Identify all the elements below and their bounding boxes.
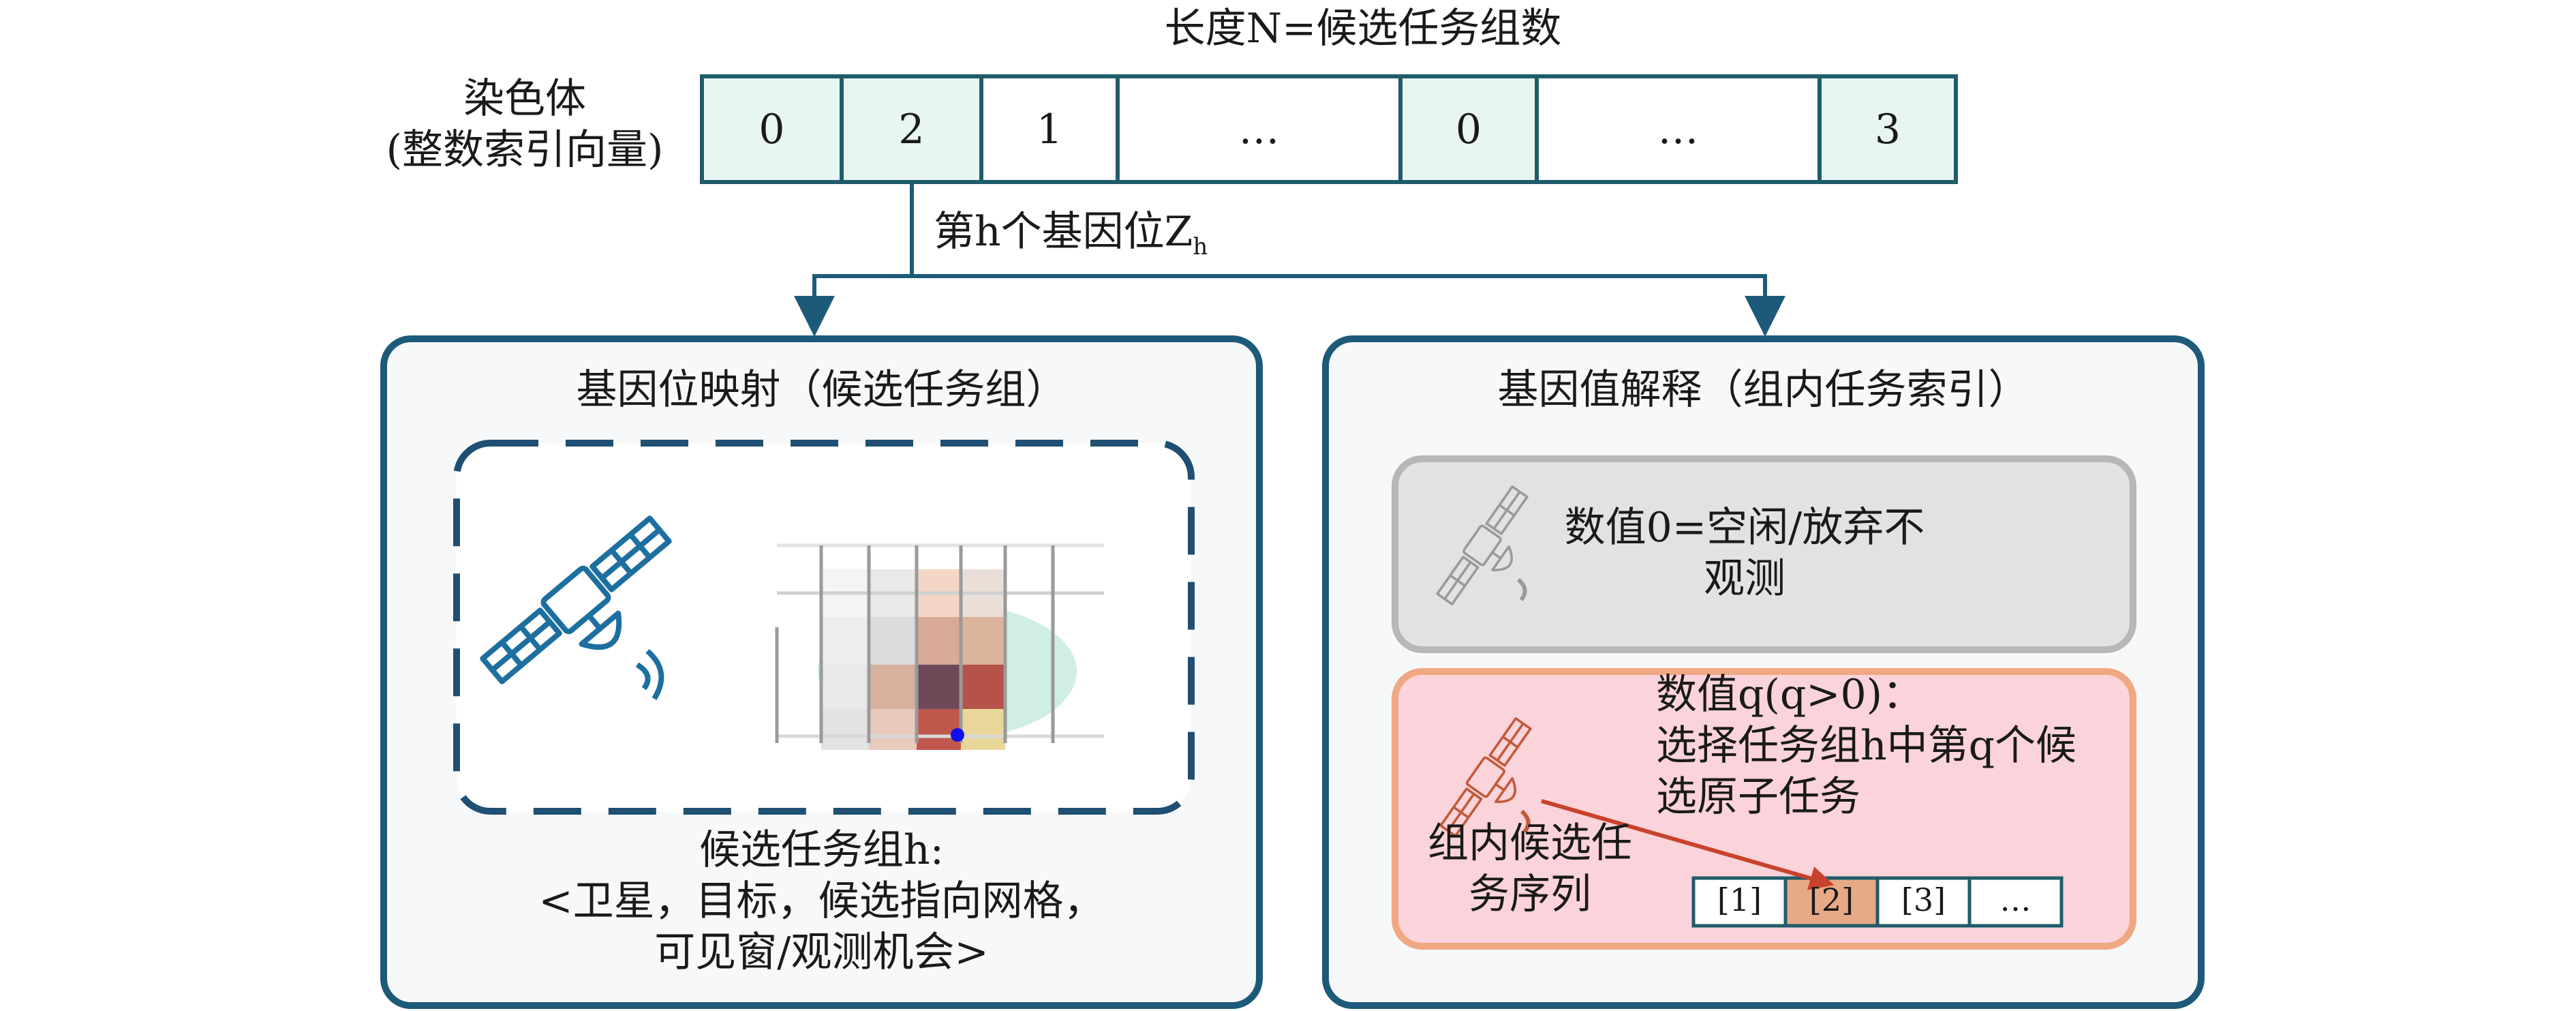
caption-line2: <卫星，目标，候选指向网格，	[538, 877, 1105, 925]
left-panel-caption: 候选任务组h: <卫星，目标，候选指向网格， 可见窗/观测机会>	[384, 825, 1259, 978]
gene-connector	[794, 182, 1785, 337]
idle-box	[1392, 455, 2136, 653]
chromosome-label: 染色体 (整数索引向量)	[354, 74, 695, 176]
gene-value: 3	[1874, 106, 1901, 153]
chromosome-label-line1: 染色体	[463, 75, 586, 123]
satellite-icon	[480, 515, 672, 701]
task-sequence	[1691, 876, 2064, 928]
idle-text: 数值0=空闲/放弃不 观测	[1533, 502, 1956, 605]
select-line2: 选择任务组h中第q个候	[1656, 722, 2077, 770]
right-panel-title: 基因值解释（组内任务索引）	[1497, 366, 2029, 414]
gene-value: …	[1657, 106, 1699, 153]
sequence-item: [1]	[1717, 881, 1762, 918]
gene-cell	[700, 74, 844, 184]
select-line1: 数值q(q>0)：	[1656, 671, 1924, 719]
sequence-label-line2: 务序列	[1469, 871, 1591, 918]
gene-value: 1	[1036, 106, 1063, 153]
caption-line1: 候选任务组h:	[699, 826, 944, 874]
gene-value: 0	[1455, 106, 1482, 153]
gene-h-label: 第h个基因位Zh	[934, 207, 1208, 262]
left-panel-title: 基因位映射（候选任务组）	[576, 366, 1067, 414]
sequence-label: 组内候选任 务序列	[1404, 818, 1656, 920]
gene-h-subscript: h	[1193, 233, 1208, 260]
gene-cell	[1535, 74, 1822, 184]
gene-value: 2	[898, 106, 925, 153]
gene-cell	[979, 74, 1120, 184]
gene-value: 0	[758, 106, 785, 153]
chromosome-vector	[700, 74, 1958, 184]
idle-line1: 数值0=空闲/放弃不	[1564, 504, 1925, 552]
select-text: 数值q(q>0)： 选择任务组h中第q个候 选原子任务	[1656, 669, 2076, 823]
idle-line2: 观测	[1704, 555, 1785, 603]
satellite-orange-icon	[1439, 716, 1532, 838]
caption-line3: 可见窗/观测机会>	[654, 929, 989, 976]
satellite-gray-icon	[1436, 485, 1529, 606]
gene-value: …	[1238, 106, 1280, 153]
sequence-item: …	[1999, 881, 2031, 918]
chromosome-label-line2: (整数索引向量)	[386, 126, 664, 174]
sequence-item-selected: [2]	[1809, 881, 1854, 918]
gene-cell	[1818, 74, 1958, 184]
sequence-item: [3]	[1901, 881, 1946, 918]
length-label: 长度N=候选任务组数	[1164, 5, 1562, 52]
selection-arrow	[1541, 799, 1835, 890]
grid-heatmap-icon	[775, 543, 1104, 750]
gene-h-label-text: 第h个基因位Z	[934, 208, 1193, 256]
sequence-label-line1: 组内候选任	[1428, 819, 1632, 867]
select-line3: 选原子任务	[1656, 773, 1860, 821]
gene-cell	[1398, 74, 1539, 184]
